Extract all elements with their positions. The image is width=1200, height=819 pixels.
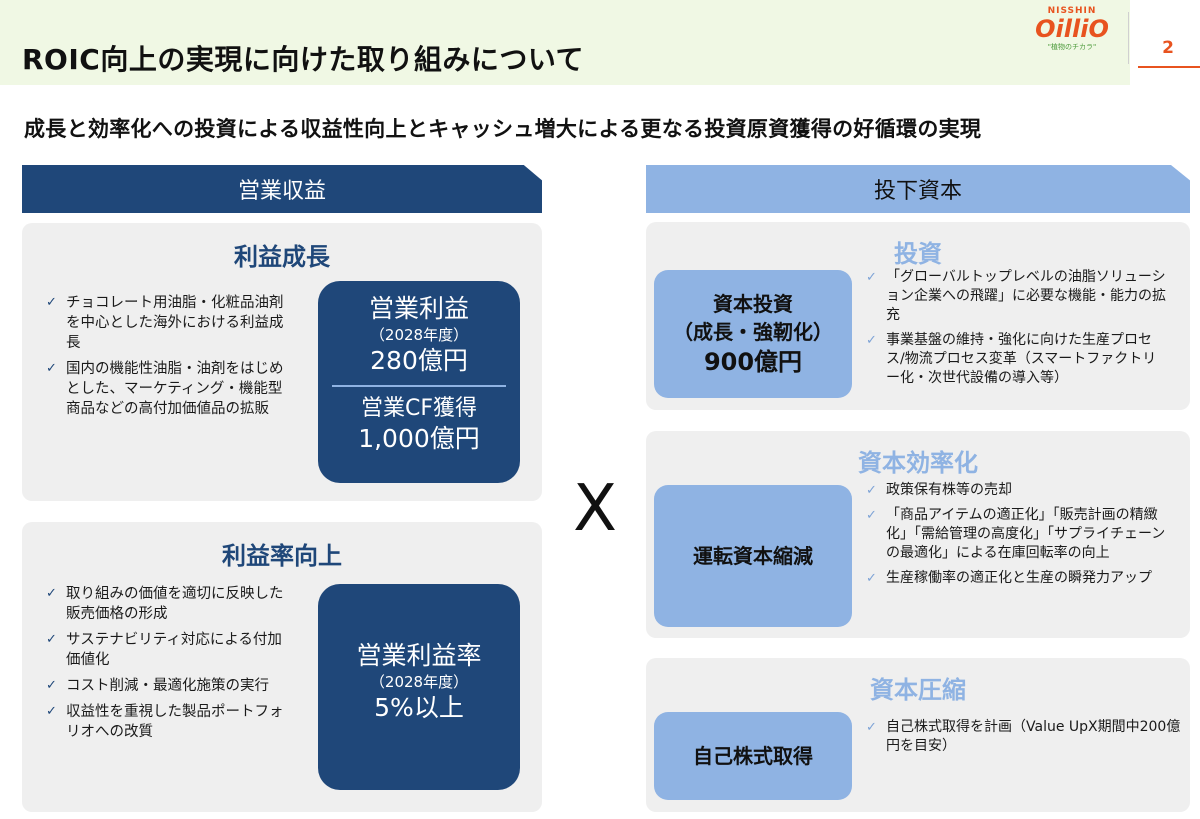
logo-wordmark: OilliO bbox=[1035, 15, 1109, 43]
page-title: ROIC向上の実現に向けた取り組みについて bbox=[22, 43, 584, 76]
logo-brand: NISSHIN bbox=[1047, 6, 1097, 16]
check-icon: ✓ bbox=[866, 483, 877, 498]
check-icon: ✓ bbox=[866, 508, 877, 523]
capital-investment-sub: （成長・強靭化） bbox=[673, 320, 833, 344]
operating-profit-kpi: 営業利益 （2028年度） 280億円 営業CF獲得 1,000億円 bbox=[318, 281, 520, 483]
operating-margin-kpi: 営業利益率 （2028年度） 5%以上 bbox=[318, 584, 520, 790]
working-capital-box: 運転資本縮減 bbox=[654, 485, 852, 627]
kpi-operating-margin-label: 営業利益率 bbox=[356, 641, 482, 670]
kpi-operating-profit-year: （2028年度） bbox=[369, 326, 469, 344]
list-item: ✓生産稼働率の適正化と生産の瞬発力アップ bbox=[866, 570, 1152, 586]
list-item: ✓事業基盤の維持・強化に向けた生産プロセス/物流プロセス変革（スマートファクトリ… bbox=[866, 332, 1157, 386]
list-item: ✓コスト削減・最適化施策の実行 bbox=[46, 678, 269, 694]
kpi-operating-profit-label: 営業利益 bbox=[368, 294, 469, 323]
check-icon: ✓ bbox=[866, 333, 877, 348]
kpi-operating-margin-year: （2028年度） bbox=[369, 673, 469, 691]
margin-improvement-title: 利益率向上 bbox=[222, 542, 342, 570]
invested-capital-band: 投下資本 bbox=[646, 165, 1190, 213]
list-item: ✓サステナビリティ対応による付加価値化 bbox=[46, 632, 282, 668]
capital-efficiency-panel: 資本効率化 運転資本縮減 ✓政策保有株等の売却 ✓「商品アイテムの適正化」「販売… bbox=[646, 431, 1190, 638]
capital-compression-title: 資本圧縮 bbox=[870, 676, 966, 704]
slide-subtitle: 成長と効率化への投資による収益性向上とキャッシュ増大による更なる投資原資獲得の好… bbox=[24, 117, 982, 141]
capital-investment-box: 資本投資 （成長・強靭化） 900億円 bbox=[654, 270, 852, 398]
check-icon: ✓ bbox=[866, 571, 877, 586]
company-logo: NISSHIN OilliO "植物のチカラ" bbox=[1032, 6, 1112, 66]
list-item: ✓収益性を重視した製品ポートフォリオへの改質 bbox=[46, 704, 284, 740]
list-item: ✓自己株式取得を計画（Value UpX期間中200億円を目安） bbox=[866, 719, 1181, 754]
page-number: 2 bbox=[1162, 38, 1174, 58]
share-buyback-box: 自己株式取得 bbox=[654, 712, 852, 800]
kpi-operating-profit-value: 280億円 bbox=[370, 346, 468, 375]
margin-improvement-panel: 利益率向上 ✓取り組みの価値を適切に反映した販売価格の形成 ✓サステナビリティ対… bbox=[22, 522, 542, 812]
check-icon: ✓ bbox=[866, 270, 877, 285]
capital-investment-label: 資本投資 bbox=[713, 292, 793, 316]
kpi-operating-cf-label: 営業CF獲得 bbox=[360, 396, 478, 421]
investment-title: 投資 bbox=[894, 240, 942, 268]
list-item: ✓「グローバルトップレベルの油脂ソリューション企業への飛躍」に必要な機能・能力の… bbox=[866, 269, 1166, 323]
check-icon: ✓ bbox=[46, 632, 57, 647]
page-number-underline bbox=[1138, 66, 1200, 68]
operating-profit-band-label: 営業収益 bbox=[237, 179, 326, 204]
capital-compression-bullets: ✓自己株式取得を計画（Value UpX期間中200億円を目安） bbox=[866, 718, 1182, 762]
check-icon: ✓ bbox=[866, 720, 877, 735]
capital-efficiency-bullets: ✓政策保有株等の売却 ✓「商品アイテムの適正化」「販売計画の精緻化」「需給管理の… bbox=[866, 481, 1166, 594]
profit-growth-bullets: ✓チョコレート用油脂・化粧品油剤を中心とした海外における利益成長 ✓国内の機能性… bbox=[46, 293, 286, 425]
check-icon: ✓ bbox=[46, 361, 57, 376]
list-item: ✓取り組みの価値を適切に反映した販売価格の形成 bbox=[46, 586, 284, 622]
list-item: ✓「商品アイテムの適正化」「販売計画の精緻化」「需給管理の高度化」「サプライチェ… bbox=[866, 507, 1166, 561]
check-icon: ✓ bbox=[46, 704, 57, 719]
kpi-operating-margin-value: 5%以上 bbox=[374, 693, 464, 722]
invested-capital-band-label: 投下資本 bbox=[873, 179, 962, 204]
check-icon: ✓ bbox=[46, 586, 57, 601]
capital-investment-value: 900億円 bbox=[703, 348, 803, 376]
capital-efficiency-title: 資本効率化 bbox=[858, 449, 978, 477]
list-item: ✓国内の機能性油脂・油剤をはじめとした、マーケティング・機能型商品などの高付加価… bbox=[46, 361, 284, 417]
operating-profit-band: 営業収益 bbox=[22, 165, 542, 213]
working-capital-label: 運転資本縮減 bbox=[693, 544, 813, 568]
multiply-operator: X bbox=[573, 472, 617, 546]
margin-improvement-bullets: ✓取り組みの価値を適切に反映した販売価格の形成 ✓サステナビリティ対応による付加… bbox=[46, 584, 296, 748]
list-item: ✓チョコレート用油脂・化粧品油剤を中心とした海外における利益成長 bbox=[46, 295, 284, 351]
header-bar: ROIC向上の実現に向けた取り組みについて bbox=[0, 0, 1130, 85]
profit-growth-panel: 利益成長 ✓チョコレート用油脂・化粧品油剤を中心とした海外における利益成長 ✓国… bbox=[22, 223, 542, 501]
capital-compression-panel: 資本圧縮 自己株式取得 ✓自己株式取得を計画（Value UpX期間中200億円… bbox=[646, 658, 1190, 812]
kpi-operating-cf-value: 1,000億円 bbox=[358, 424, 480, 453]
check-icon: ✓ bbox=[46, 678, 57, 693]
profit-growth-title: 利益成長 bbox=[234, 243, 330, 271]
list-item: ✓政策保有株等の売却 bbox=[866, 482, 1012, 498]
check-icon: ✓ bbox=[46, 295, 57, 310]
logo-tagline: "植物のチカラ" bbox=[1047, 43, 1097, 51]
kpi-divider bbox=[332, 385, 506, 387]
header-divider bbox=[1128, 12, 1129, 64]
investment-bullets: ✓「グローバルトップレベルの油脂ソリューション企業への飛躍」に必要な機能・能力の… bbox=[866, 268, 1166, 394]
share-buyback-label: 自己株式取得 bbox=[693, 744, 813, 768]
investment-panel: 投資 資本投資 （成長・強靭化） 900億円 ✓「グローバルトップレベルの油脂ソ… bbox=[646, 222, 1190, 410]
